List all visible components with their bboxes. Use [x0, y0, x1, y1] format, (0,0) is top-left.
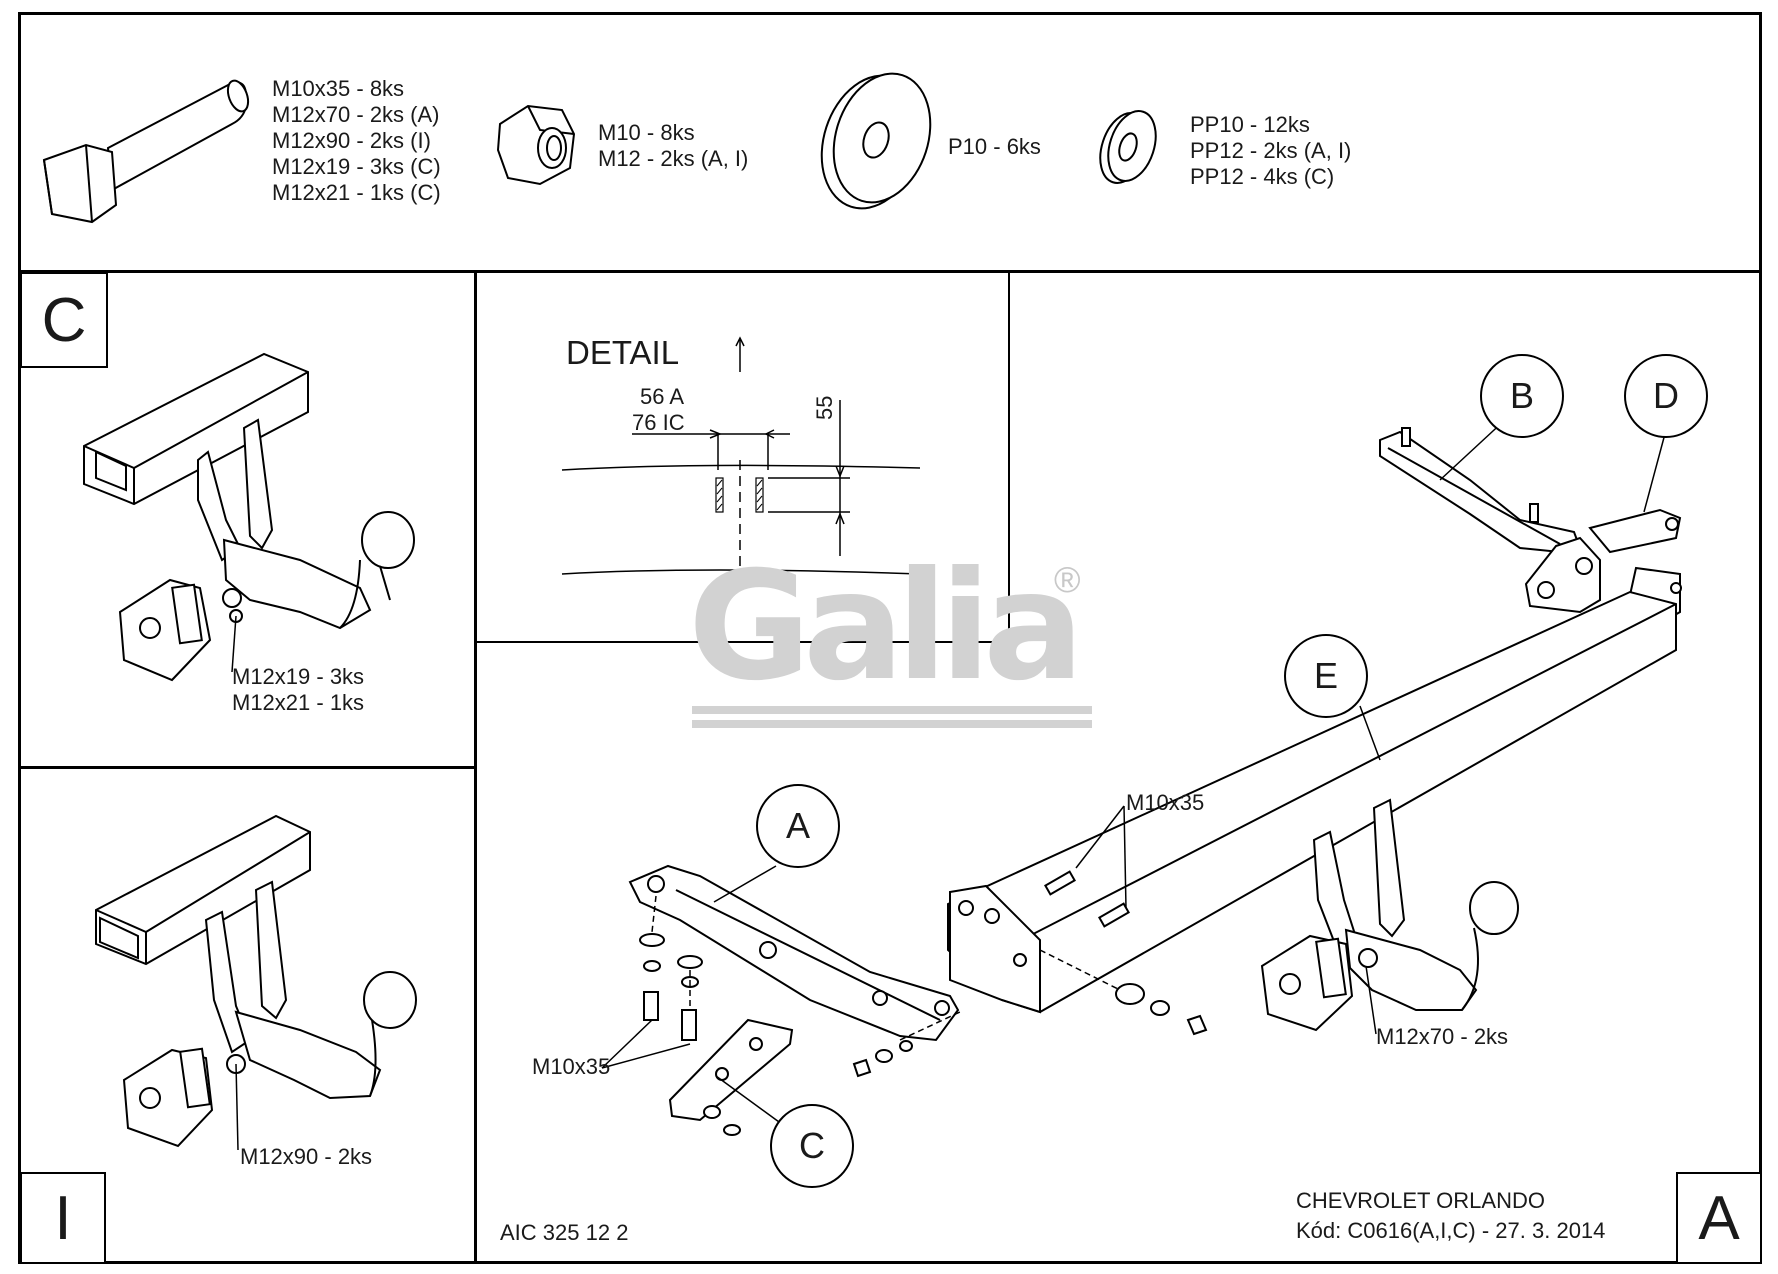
- panel-i-corner-label: I: [20, 1172, 106, 1264]
- bolt-list-item: M10x35 - 8ks: [272, 76, 405, 101]
- callout-d: D: [1624, 354, 1708, 438]
- detail-title: DETAIL: [566, 334, 680, 371]
- bolt-list-item: M12x70 - 2ks (A): [272, 102, 440, 127]
- detail-dim-a: 56 A: [640, 384, 685, 409]
- washer-list: P10 - 6ks: [948, 134, 1041, 160]
- drawing-frame: [18, 12, 1762, 1264]
- hex-nut-icon: [496, 104, 576, 186]
- part-code: AIC 325 12 2: [500, 1220, 629, 1245]
- spring-washer-list: PP10 - 12ks PP12 - 2ks (A, I) PP12 - 4ks…: [1190, 112, 1351, 190]
- callout-c: C: [770, 1104, 854, 1188]
- main-corner-label: A: [1676, 1172, 1762, 1264]
- vehicle-name: CHEVROLET ORLANDO: [1296, 1188, 1545, 1213]
- spring-washer-list-item: PP12 - 4ks (C): [1190, 164, 1335, 189]
- nut-list: M10 - 8ks M12 - 2ks (A, I): [598, 120, 748, 172]
- callout-b: B: [1480, 354, 1564, 438]
- detail-dim-ic: 76 IC: [632, 410, 685, 435]
- c-i-divider: [18, 766, 477, 769]
- bolt-list-item: M12x19 - 3ks (C): [272, 154, 441, 179]
- galia-logo-underline: [692, 706, 1092, 714]
- large-washer-icon: [820, 72, 932, 210]
- bolt-list-item: M12x21 - 1ks (C): [272, 180, 441, 205]
- panel-i-bolt-note: M12x90 - 2ks: [240, 1144, 372, 1170]
- panel-i-bolt-note-line: M12x90 - 2ks: [240, 1144, 373, 1169]
- hardware-divider: [18, 270, 1762, 273]
- panel-c-bolt-note-line: M12x21 - 1ks: [232, 690, 365, 715]
- label-m10x35-top: M10x35: [1126, 790, 1205, 815]
- panel-c-bolt-note: M12x19 - 3ks M12x21 - 1ks: [232, 664, 364, 716]
- callout-e: E: [1284, 634, 1368, 718]
- bolt-list-item: M12x90 - 2ks (I): [272, 128, 431, 153]
- galia-logo-registered-mark: ®: [1054, 559, 1081, 600]
- spring-washer-icon: [1099, 110, 1157, 184]
- panel-c-corner-label: C: [20, 272, 108, 368]
- bolt-list: M10x35 - 8ks M12x70 - 2ks (A) M12x90 - 2…: [272, 76, 441, 206]
- label-m10x35-left: M10x35: [532, 1054, 611, 1079]
- nut-list-item: M10 - 8ks: [598, 120, 695, 145]
- code-date-line: Kód: C0616(A,I,C) - 27. 3. 2014: [1296, 1218, 1606, 1243]
- detail-box: [474, 270, 1010, 643]
- spring-washer-list-item: PP12 - 2ks (A, I): [1190, 138, 1352, 163]
- label-m12x70: M12x70 - 2ks: [1376, 1024, 1509, 1049]
- nut-list-item: M12 - 2ks (A, I): [598, 146, 749, 171]
- callout-a: A: [756, 784, 840, 868]
- spring-washer-list-item: PP10 - 12ks: [1190, 112, 1310, 137]
- galia-logo-underline: [692, 720, 1092, 728]
- panel-c-bolt-note-line: M12x19 - 3ks: [232, 664, 365, 689]
- washer-list-item: P10 - 6ks: [948, 134, 1041, 159]
- galia-logo-watermark: Galia: [688, 540, 1084, 714]
- bolt-icon: [42, 79, 250, 224]
